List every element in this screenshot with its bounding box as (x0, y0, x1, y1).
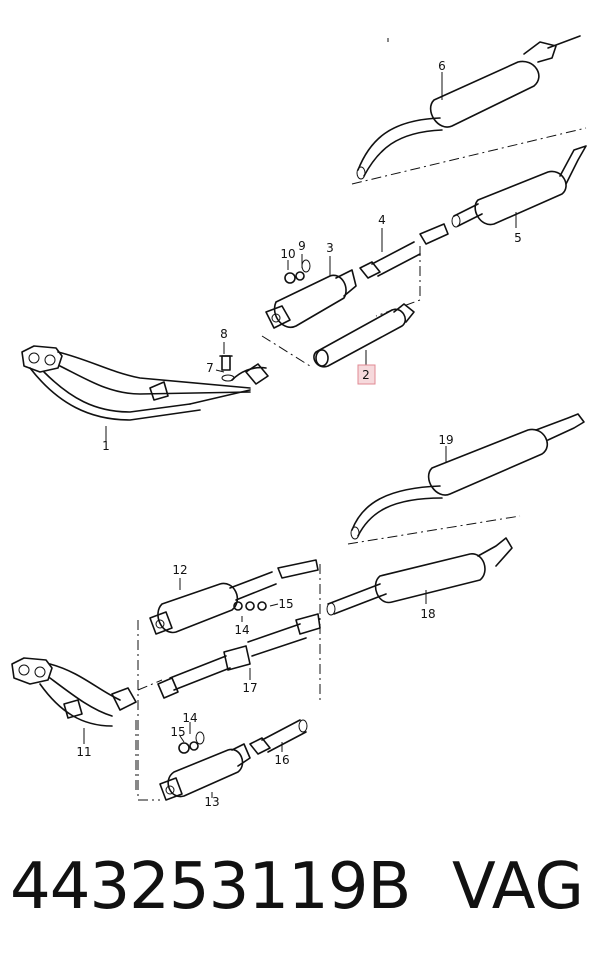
part-catalytic-converter-lower (149, 559, 319, 635)
callout-17: 17 (242, 681, 257, 695)
part-pipe-bottom (249, 719, 308, 755)
callout-3: 3 (326, 241, 334, 255)
part-nuts (284, 259, 311, 284)
callout-1: 1 (102, 439, 110, 453)
callout-16: 16 (274, 753, 289, 767)
callout-4: 4 (378, 213, 386, 227)
part-bolt (219, 355, 235, 382)
part-rear-silencer-upper (356, 35, 581, 180)
callout-12: 12 (172, 563, 187, 577)
callout-2-highlight (357, 364, 376, 385)
part-catalytic-converter-bottom (159, 743, 251, 801)
callout-14-middle: 14 (234, 623, 249, 637)
callout-19: 19 (438, 433, 453, 447)
callout-13: 13 (204, 795, 219, 809)
part-intermediate-pipe (359, 223, 449, 279)
part-number: 443253119B (10, 850, 411, 924)
callout-15-middle: 15 (278, 597, 293, 611)
callout-15-bottom: 15 (170, 725, 185, 739)
callout-6: 6 (438, 59, 446, 73)
callout-9: 9 (298, 239, 306, 253)
callout-7: 7 (206, 361, 214, 375)
part-middle-silencer (313, 303, 415, 368)
part-rear-silencer (451, 145, 587, 228)
callout-18: 18 (420, 607, 435, 621)
brand-name: VAG (452, 850, 584, 924)
part-catalytic-converter (265, 269, 357, 329)
callout-2: 2 (362, 368, 370, 382)
part-front-pipe-lower (11, 657, 137, 727)
callout-8: 8 (220, 327, 228, 341)
part-intermediate-pipe-lower (157, 613, 321, 699)
part-rear-silencer-lower (326, 537, 513, 616)
footer: 443253119B VAG (0, 855, 600, 966)
callout-11: 11 (76, 745, 91, 759)
exhaust-system-diagram: 1 2 3 4 5 6 7 8 9 10 11 12 13 14 14 15 1… (11, 35, 587, 809)
part-nuts-middle (233, 601, 267, 611)
part-rear-silencer-19 (350, 413, 585, 540)
part-nuts-bottom (178, 731, 205, 754)
callout-10: 10 (280, 247, 295, 261)
callout-5: 5 (514, 231, 522, 245)
callout-14-bottom: 14 (182, 711, 197, 725)
part-front-pipe (21, 345, 269, 421)
